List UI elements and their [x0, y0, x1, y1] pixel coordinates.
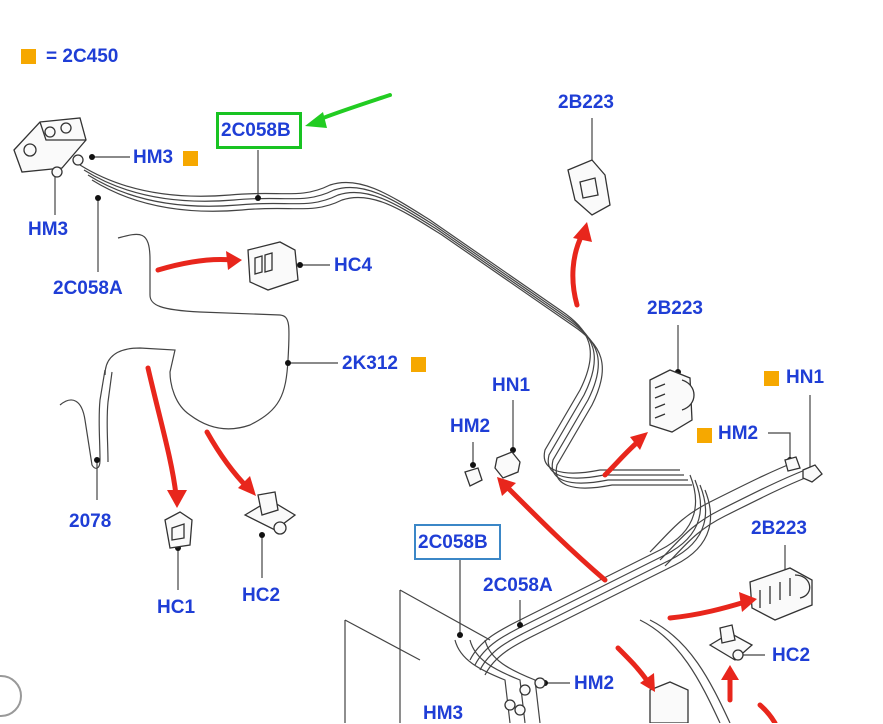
brake-line-lower-2: [474, 479, 702, 666]
nut-hm2-right-part: [784, 456, 801, 472]
brake-line-right-3: [649, 461, 796, 553]
brake-line-main-4: [91, 179, 692, 489]
2b223-right-part: [749, 567, 813, 621]
label-hc4: HC4: [334, 255, 373, 276]
nut-hn1-mid-part: [494, 451, 521, 479]
highlight-box-2c058b-bottom: [414, 524, 501, 560]
nut-hn1-right-part: [802, 464, 823, 483]
lower-bundle: [454, 639, 541, 723]
label-hn1-right: HN1: [786, 367, 825, 388]
label-hc2-left: HC2: [242, 585, 281, 606]
hc2-left-clip-part: [243, 491, 297, 535]
hose-2078: [59, 369, 106, 469]
label-2k312: 2K312: [342, 353, 398, 374]
brake-line-main-3: [87, 174, 688, 484]
arrow-to-hn1-mid: [505, 485, 608, 583]
brake-line-main-2: [83, 169, 684, 479]
label-2c058b-bottom: 2C058B: [418, 532, 488, 553]
label-hc1: HC1: [157, 597, 196, 618]
label-2c058b-top: 2C058B: [221, 120, 291, 141]
swatch-hm3-top: [183, 151, 198, 166]
bottom-clip-part: [649, 681, 689, 723]
highlight-box-2c058b: [216, 112, 302, 149]
label-hm2-bottom: HM2: [574, 673, 615, 694]
label-hm3-left: HM3: [28, 219, 69, 240]
swatch-hn1-right: [764, 371, 779, 386]
legend-text: = 2C450: [46, 46, 119, 67]
hose-2078-2: [106, 371, 113, 463]
2b223-mid-part: [649, 369, 695, 433]
brake-line-lower-4: [484, 489, 712, 676]
brake-line-right-2: [664, 475, 811, 567]
legend-swatch: [21, 49, 36, 64]
label-hm3-top: HM3: [133, 147, 174, 168]
panel-line: [344, 589, 491, 723]
swatch-hm2-right: [697, 428, 712, 443]
arrow-bottom-right: [757, 702, 778, 723]
label-2b223-mid: 2B223: [647, 298, 703, 319]
2b223-top-part: [567, 159, 611, 216]
label-2c058a-bottom: 2C058A: [483, 575, 553, 596]
valve-block-part: [13, 117, 87, 178]
arrow-to-2b223-right: [667, 599, 748, 621]
label-2078: 2078: [69, 511, 112, 532]
brake-line-right: [659, 469, 806, 561]
hc2-right-clip-part: [708, 624, 754, 661]
arrow-to-hc1: [145, 365, 179, 498]
arrow-green-highlight: [316, 93, 392, 122]
arrow-to-2b223-top: [570, 232, 585, 308]
arrow-to-hc4: [155, 257, 235, 273]
label-hm2-right: HM2: [718, 423, 759, 444]
brake-line-2k312: [104, 233, 290, 430]
hc4-clip-part: [247, 241, 299, 291]
arrow-to-hc2-left: [204, 429, 251, 491]
label-hn1-mid: HN1: [492, 375, 531, 396]
fittings-bottom-part: [504, 677, 546, 716]
label-hc2-right: HC2: [772, 645, 811, 666]
label-2c058a-left: 2C058A: [53, 278, 123, 299]
leader-hm2-right: [768, 432, 791, 460]
arrow-to-bottom-clip: [615, 645, 651, 685]
swatch-2k312: [411, 357, 426, 372]
label-2b223-right: 2B223: [751, 518, 807, 539]
label-2b223-top: 2B223: [558, 92, 614, 113]
hc1-clip-part: [164, 511, 193, 549]
nut-hm2-mid-part: [464, 467, 483, 487]
brake-line-main: [79, 164, 680, 474]
brake-line-lower: [469, 474, 697, 661]
lower-right-bundle: [639, 619, 731, 723]
label-hm2-mid: HM2: [450, 416, 491, 437]
label-hm3-bottom: HM3: [423, 703, 464, 724]
